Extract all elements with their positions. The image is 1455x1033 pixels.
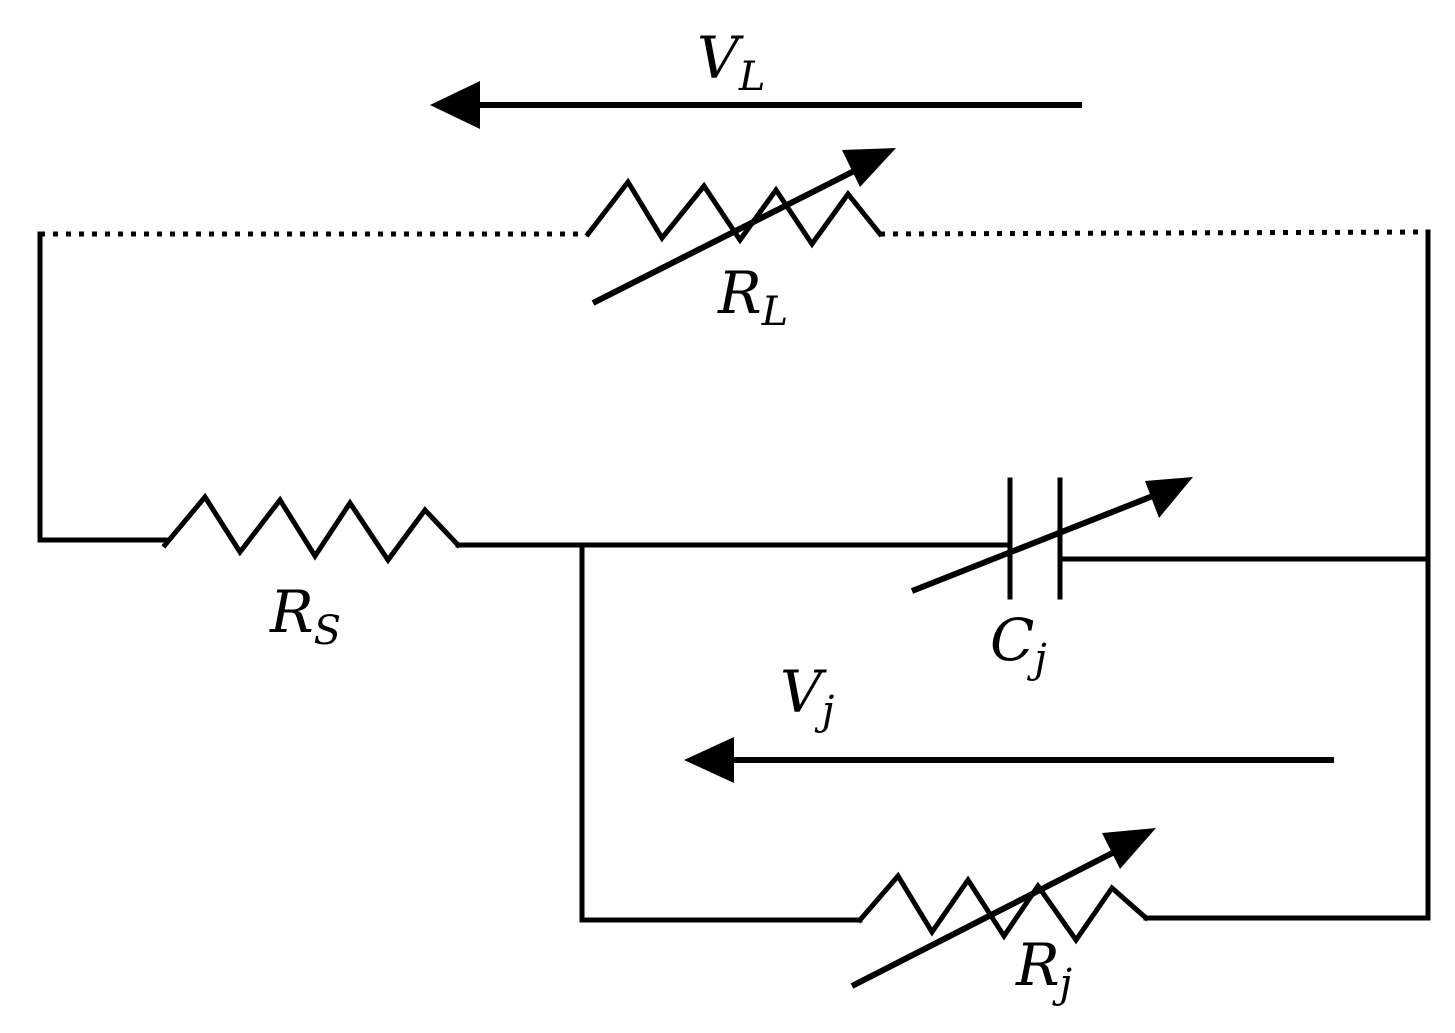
load-voltage-arrow-head: [430, 81, 480, 129]
load-resistor: [584, 148, 896, 306]
load-voltage-label: VL: [697, 24, 765, 100]
load-voltage-arrow: [430, 81, 1082, 129]
junction-resistor-variable-arrow-head: [1102, 828, 1156, 869]
junction-capacitor: [910, 477, 1193, 600]
load-resistor-variable-arrow-head: [842, 148, 896, 187]
junction-resistor-label: Rj: [1015, 931, 1072, 1007]
junction-voltage-arrow-head: [684, 737, 734, 783]
series-resistor-label: RS: [269, 578, 341, 654]
capacitor-variable-arrow-shaft: [910, 487, 1170, 594]
junction-resistor: [850, 828, 1156, 989]
load-resistor-zigzag: [584, 177, 884, 249]
capacitor-variable-arrow-head: [1145, 477, 1193, 518]
junction-voltage-label: Vj: [780, 658, 834, 734]
junction-voltage-arrow: [684, 737, 1334, 783]
top-right-dotted-wire: [879, 229, 1429, 237]
junction-resistor-zigzag: [856, 871, 1150, 945]
junction-capacitor-label: Cj: [990, 606, 1047, 682]
load-resistor-variable-arrow-shaft: [591, 160, 872, 306]
left-outer-wire: [37, 231, 168, 543]
inner-left-wire: [579, 542, 863, 923]
load-resistor-label: RL: [717, 259, 788, 335]
series-resistor: [161, 492, 462, 565]
junction-resistor-variable-arrow-shaft: [850, 842, 1130, 989]
